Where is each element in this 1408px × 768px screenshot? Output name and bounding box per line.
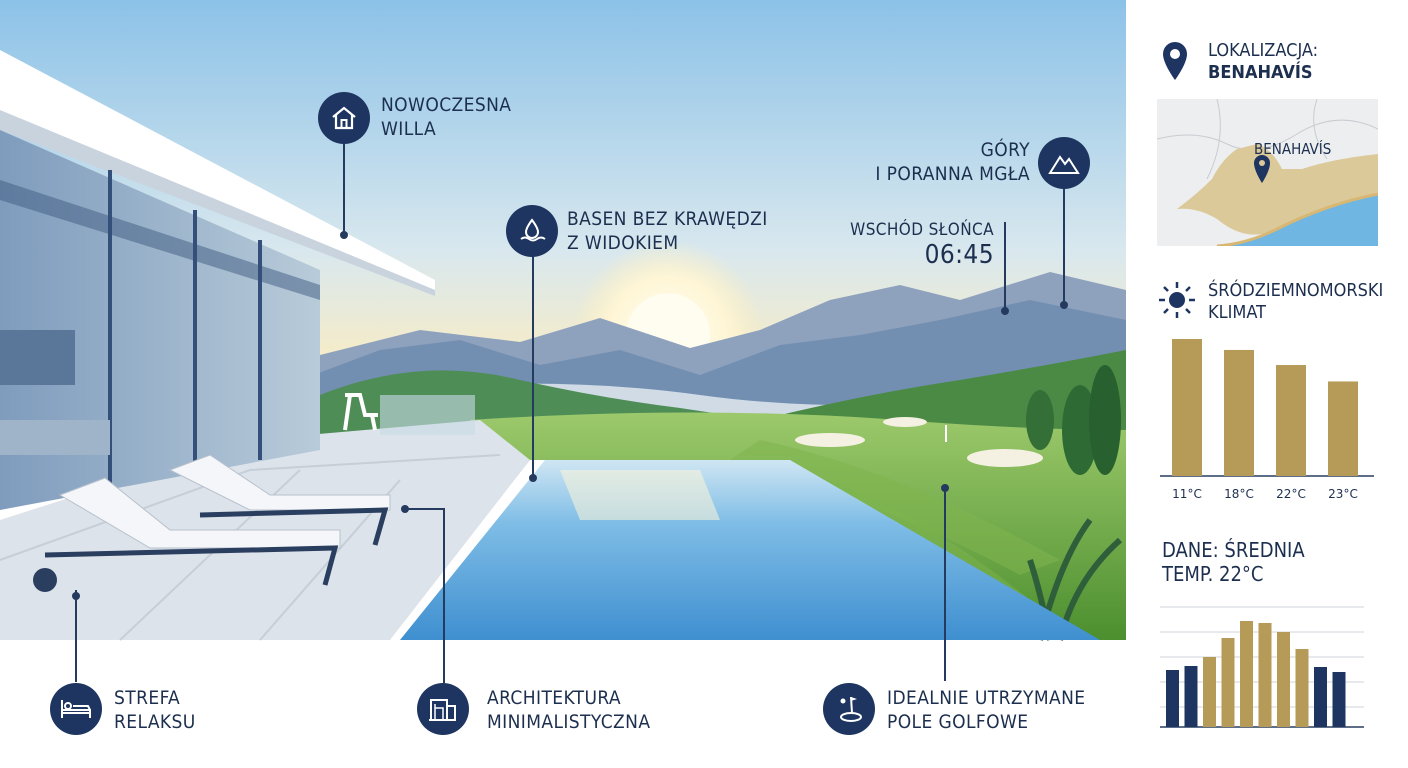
location-label: LOKALIZACJA: bbox=[1208, 40, 1319, 61]
building-icon bbox=[429, 699, 456, 721]
sunrise-label: WSCHÓD SŁOŃCA bbox=[850, 220, 994, 240]
chart2-bar bbox=[1184, 666, 1198, 727]
golf-icon bbox=[840, 696, 862, 722]
villa-icon-badge bbox=[318, 92, 370, 144]
pool-icon-badge bbox=[506, 205, 558, 257]
chart1-tick-label: 18°C bbox=[1224, 487, 1254, 501]
location-map bbox=[1157, 99, 1378, 246]
chart1-bar bbox=[1224, 349, 1254, 476]
chart2-bar bbox=[1240, 621, 1253, 727]
chart2-bar bbox=[1203, 657, 1216, 727]
chart2-bar bbox=[1166, 670, 1179, 727]
lounger-front bbox=[33, 477, 341, 592]
chart1-bar bbox=[1328, 381, 1358, 476]
chart2-bar bbox=[1332, 672, 1346, 727]
golf-icon-badge bbox=[823, 683, 875, 735]
location-pin-icon bbox=[1163, 42, 1187, 80]
water-drop-icon bbox=[520, 218, 546, 242]
bed-icon bbox=[61, 700, 91, 718]
sunrise-time: 06:45 bbox=[924, 240, 994, 270]
chart1-bar bbox=[1276, 365, 1306, 476]
temperature-bar-chart: 11°C 18°C 22°C 23°C bbox=[1160, 339, 1374, 501]
architecture-icon-badge bbox=[417, 683, 469, 735]
info-panel: LOKALIZACJA: BENAHAVÍS BENAHAVÍS ŚRÓDZIE… bbox=[1126, 0, 1408, 768]
mountains-icon-badge bbox=[1038, 137, 1090, 189]
monthly-temperature-chart bbox=[1160, 606, 1364, 728]
chart2-bar bbox=[1221, 638, 1235, 727]
chart1-tick-label: 11°C bbox=[1172, 487, 1202, 501]
relax-icon-badge bbox=[50, 683, 102, 735]
chart2-bar bbox=[1277, 632, 1290, 727]
chart2-bar bbox=[1314, 667, 1327, 727]
sun-icon bbox=[1159, 282, 1195, 318]
chart1-bar bbox=[1172, 339, 1202, 476]
mountain-icon bbox=[1048, 155, 1080, 174]
lounger-back bbox=[168, 454, 391, 546]
location-value: BENAHAVÍS bbox=[1208, 62, 1313, 83]
chart2-bar bbox=[1295, 649, 1309, 727]
chart2-bar bbox=[1258, 623, 1272, 727]
chart1-tick-label: 22°C bbox=[1276, 487, 1306, 501]
map-location-label: BENAHAVÍS bbox=[1254, 140, 1332, 158]
chart1-tick-label: 23°C bbox=[1328, 487, 1358, 501]
house-icon bbox=[332, 106, 356, 130]
villa-landscape-scene bbox=[0, 0, 1126, 641]
